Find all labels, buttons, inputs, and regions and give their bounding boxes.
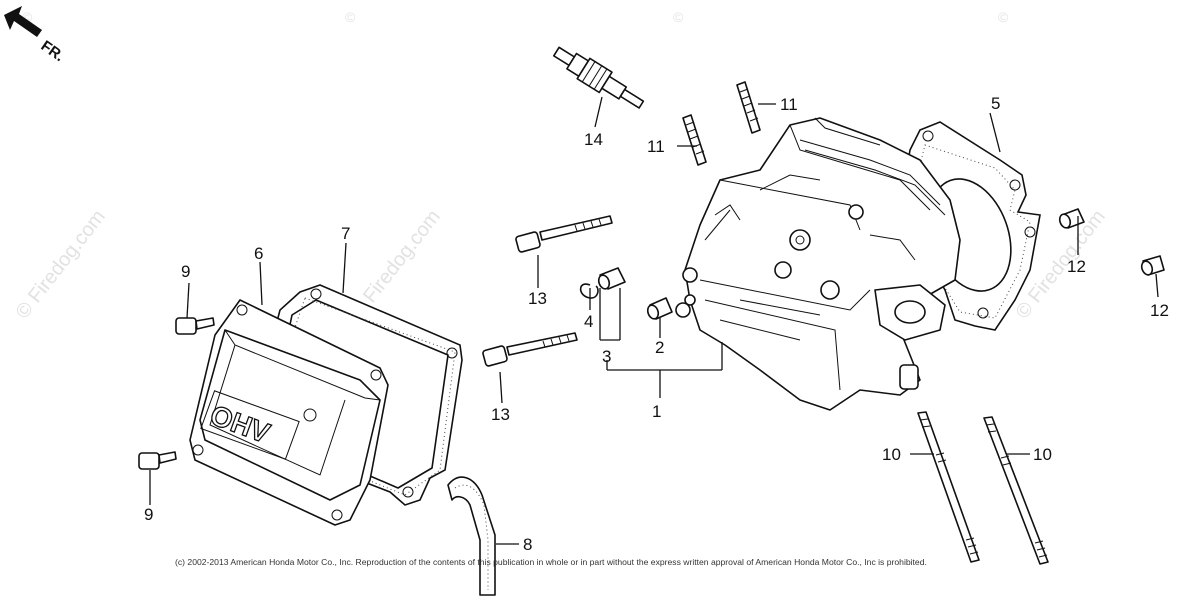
callout-12: 12 — [1067, 257, 1086, 276]
callout-5: 5 — [991, 94, 1000, 113]
long-stud — [917, 411, 980, 563]
front-label: FR. — [38, 37, 68, 65]
dowel-pin — [1140, 255, 1165, 276]
callout-9: 9 — [144, 505, 153, 524]
callout-6: 6 — [254, 244, 263, 263]
watermark-mark: © — [998, 9, 1009, 25]
callout-11: 11 — [647, 137, 665, 156]
cylinder-head — [682, 117, 961, 411]
watermark-mark: © — [22, 9, 33, 25]
callout-labels: 1 2 3 4 5 6 7 8 9 9 10 10 11 11 12 12 13… — [144, 94, 1169, 554]
copyright-notice: (c) 2002-2013 American Honda Motor Co., … — [175, 557, 927, 567]
breather-sleeve — [597, 267, 626, 290]
leader-lines — [149, 96, 1159, 545]
cover-bolt — [138, 451, 177, 470]
flange-bolt — [515, 215, 613, 253]
long-stud — [983, 416, 1049, 565]
callout-4: 4 — [584, 312, 593, 331]
callout-11: 11 — [780, 95, 798, 114]
spark-plug — [552, 46, 645, 109]
callout-9: 9 — [181, 262, 190, 281]
callout-12: 12 — [1150, 301, 1169, 320]
callout-1: 1 — [652, 402, 661, 421]
callout-3: 3 — [602, 347, 611, 366]
callout-7: 7 — [341, 224, 350, 243]
callout-2: 2 — [655, 338, 664, 357]
front-arrow-icon — [4, 6, 42, 37]
front-direction-marker: FR. — [4, 6, 67, 65]
callout-14: 14 — [584, 130, 603, 149]
watermark-text: © Firedog.com — [12, 206, 110, 323]
callout-8: 8 — [523, 535, 532, 554]
watermark-mark: © — [345, 9, 356, 25]
stud-bolt — [736, 81, 761, 134]
breather-valve — [646, 297, 691, 320]
breather-tube — [447, 476, 496, 596]
callout-13: 13 — [528, 289, 547, 308]
callout-13: 13 — [491, 405, 510, 424]
watermark-mark: © — [673, 9, 684, 25]
callout-10: 10 — [1033, 445, 1052, 464]
cover-bolt — [175, 317, 215, 335]
flange-bolt — [482, 332, 578, 367]
breather-clip — [579, 283, 599, 299]
callout-10: 10 — [882, 445, 901, 464]
head-cover: OHV — [189, 299, 389, 526]
stud-bolt — [682, 114, 707, 166]
